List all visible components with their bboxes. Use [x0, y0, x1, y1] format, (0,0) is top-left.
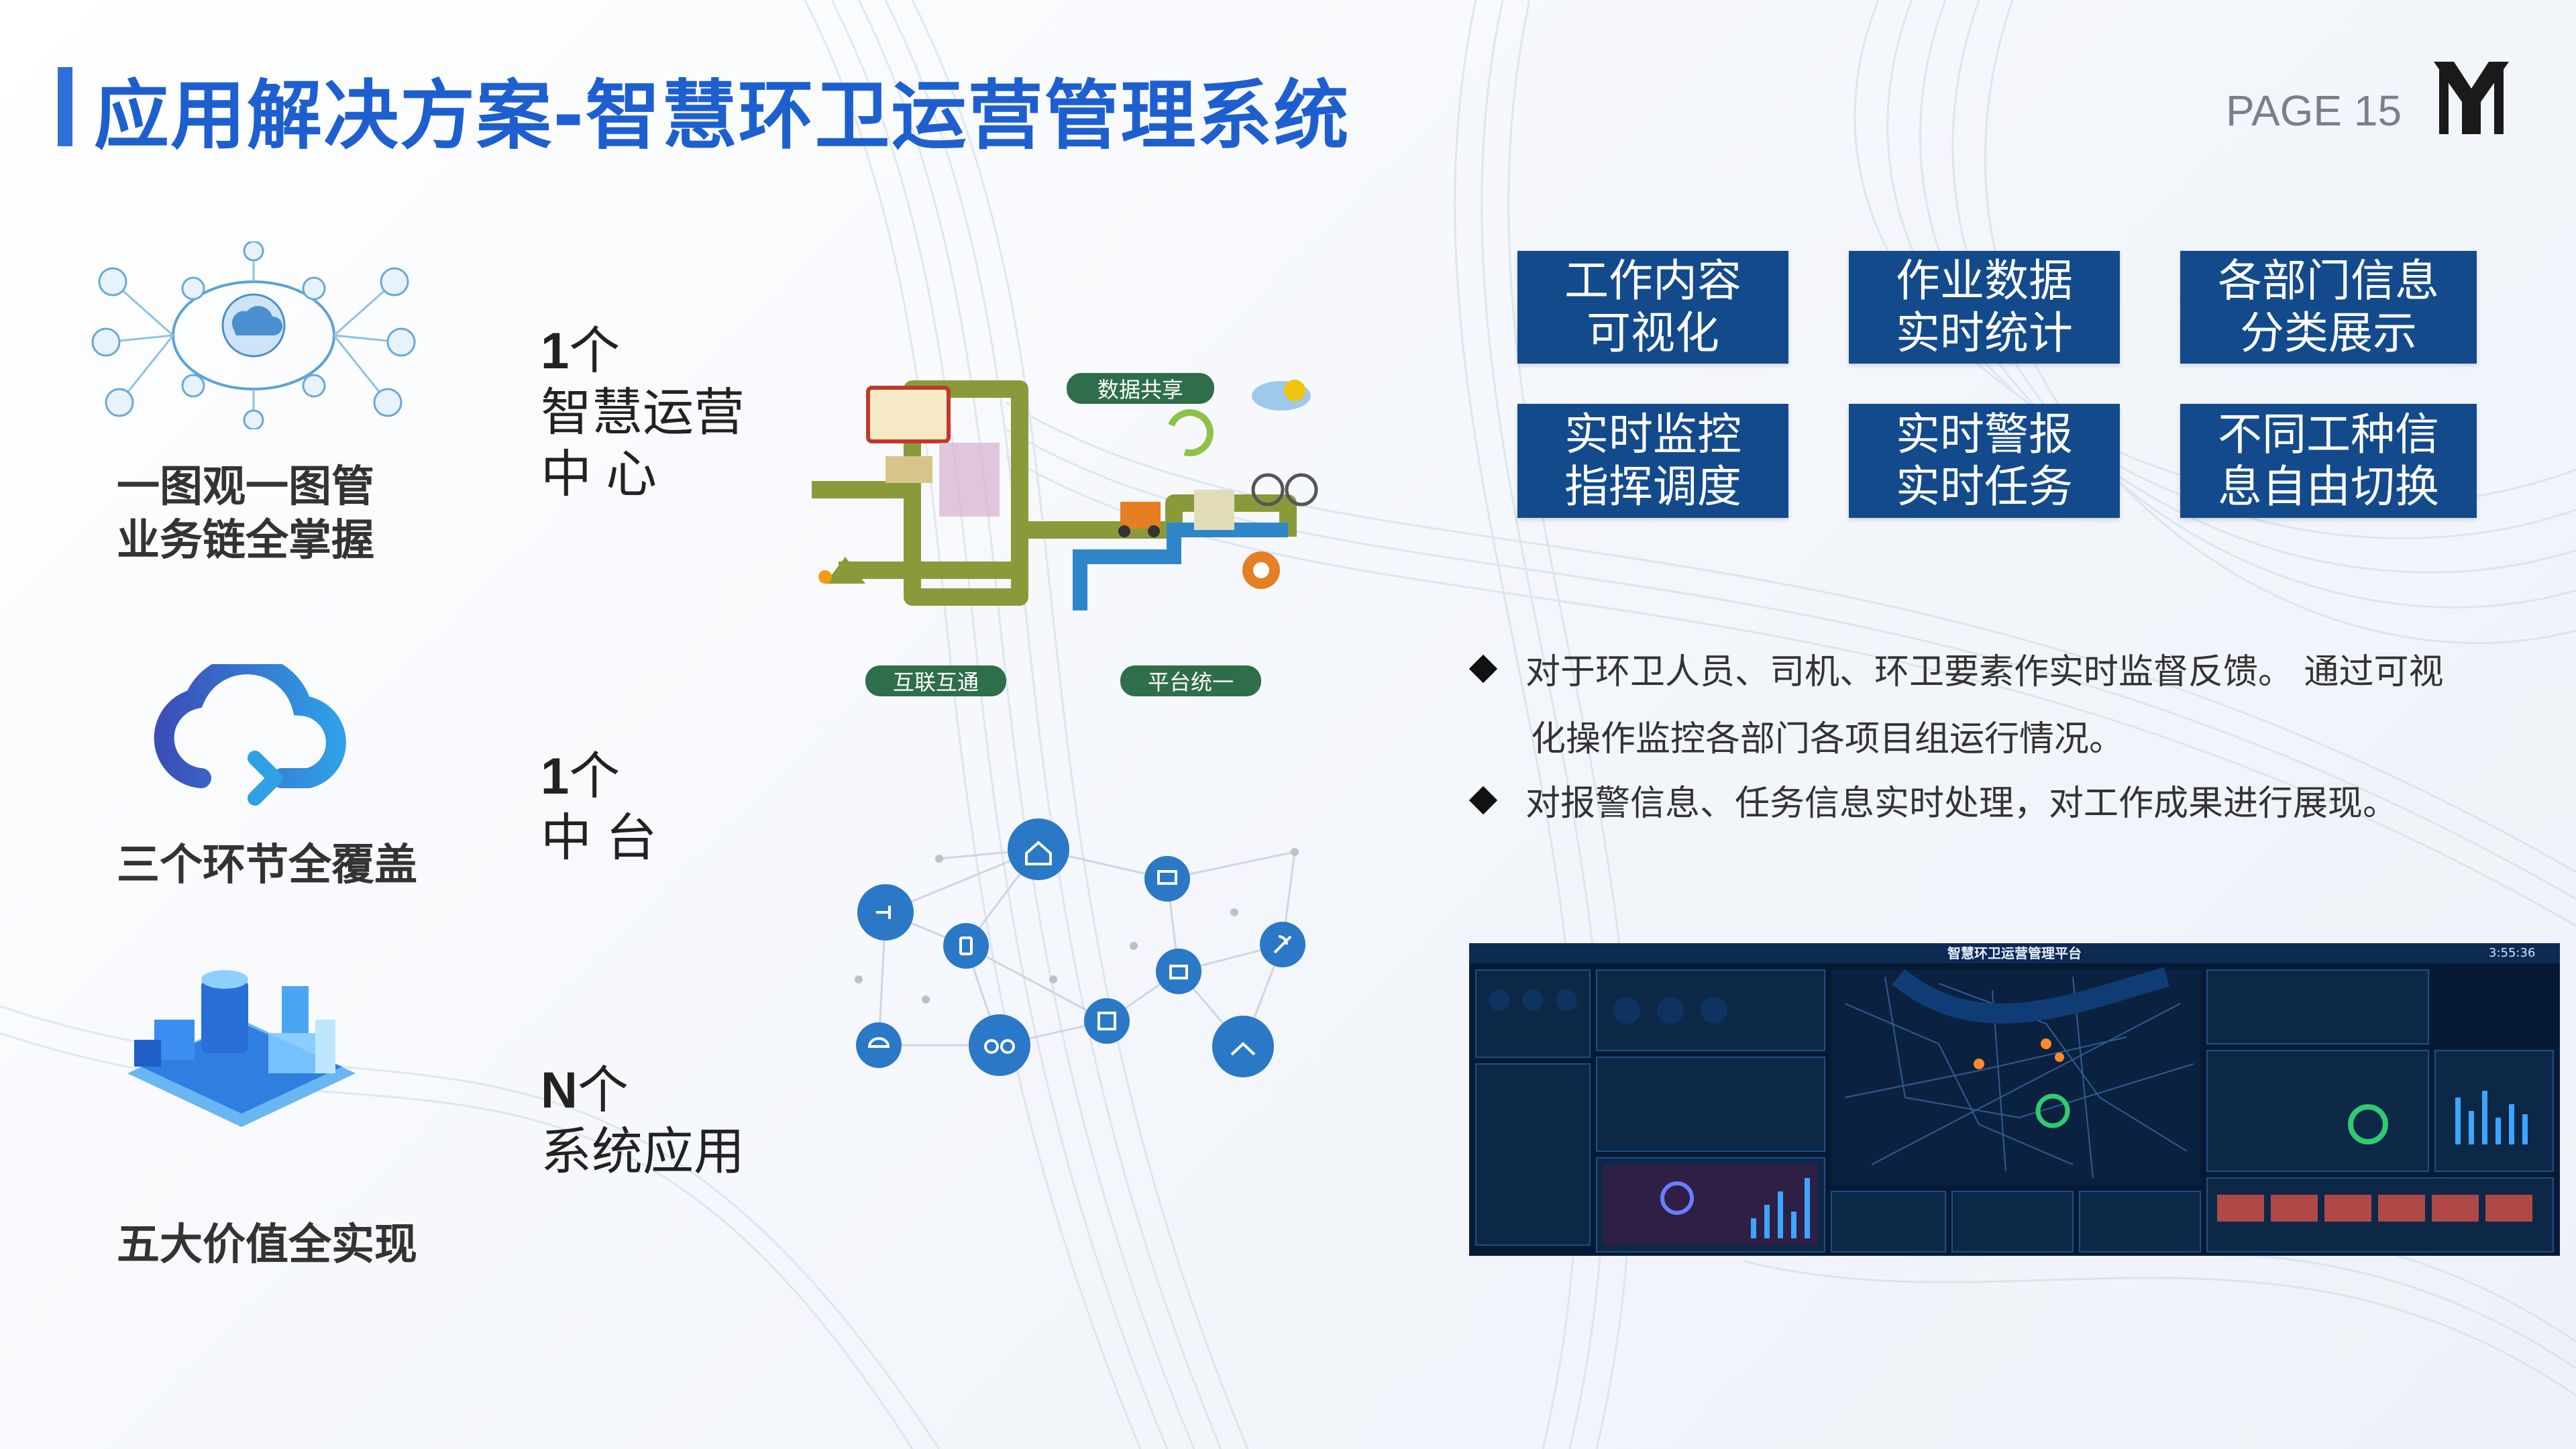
page-title: 应用解决方案-智慧环卫运营管理系统	[94, 72, 1350, 160]
button-4-line1: 实时监控	[1564, 409, 1741, 460]
count-3-number: N	[541, 1062, 578, 1119]
bullet-1-line1: 对于环卫人员、司机、环卫要素作实时监督反馈。 通过可视	[1525, 652, 2444, 692]
count-1-desc-line1: 智慧运营	[541, 384, 745, 441]
bullet-item-2: 对报警信息、任务信息实时处理，对工作成果进行展现。	[1468, 770, 2560, 837]
server-platform-icon	[127, 970, 356, 1127]
diagram-label-unified-platform: 平台统一	[1147, 669, 1234, 695]
button-4-line2: 指挥调度	[1564, 461, 1741, 513]
feature-label-3: 五大价值全实现	[117, 1218, 417, 1272]
count-system-apps: N个 系统应用	[541, 1060, 745, 1183]
count-2-number: 1	[541, 748, 570, 805]
count-3-unit: 个	[577, 1062, 629, 1119]
count-1-desc-line2: 中 心	[541, 446, 657, 503]
button-2-line1: 作业数据	[1896, 255, 2073, 307]
dashboard-title: 智慧环卫运营管理平台	[1947, 945, 2082, 961]
network-mindmap-icon	[91, 241, 416, 429]
feature-2-line1: 三个环节全覆盖	[117, 841, 417, 890]
feature-button-work-visualization[interactable]: 工作内容 可视化	[1517, 251, 1788, 364]
dashboard-header-bar	[1469, 943, 2560, 963]
dashboard-clock: 3:55:36	[2489, 946, 2536, 960]
count-2-desc-line1: 中 台	[541, 810, 657, 867]
count-1-unit: 个	[569, 323, 621, 380]
company-logo	[2434, 62, 2509, 134]
count-1-number: 1	[541, 323, 570, 380]
feature-button-monitor-dispatch[interactable]: 实时监控 指挥调度	[1517, 404, 1788, 518]
feature-1-line1: 一图观一图管	[117, 462, 374, 512]
bullet-2-line1: 对报警信息、任务信息实时处理，对工作成果进行展现。	[1525, 784, 2398, 824]
button-3-line1: 各部门信息	[2218, 255, 2439, 307]
iot-network-graph	[855, 818, 1305, 1077]
diamond-bullet-icon	[1468, 654, 1498, 684]
dashboard-preview: 智慧环卫运营管理平台 3:55:36	[1469, 943, 2560, 1256]
feature-button-dept-info[interactable]: 各部门信息 分类展示	[2180, 251, 2477, 364]
button-1-line1: 工作内容	[1564, 255, 1741, 307]
button-5-line1: 实时警报	[1896, 409, 2073, 460]
bullet-item-1: 对于环卫人员、司机、环卫要素作实时监督反馈。 通过可视 化操作监控各部门各项目组…	[1468, 639, 2560, 773]
page-number: PAGE 15	[2226, 87, 2402, 135]
button-5-line2: 实时任务	[1896, 461, 2073, 513]
count-middle-platform: 1个 中 台	[541, 746, 657, 869]
feature-button-realtime-stats[interactable]: 作业数据 实时统计	[1849, 251, 2120, 364]
diagram-label-data-sharing: 数据共享	[1097, 377, 1183, 402]
title-accent-bar	[58, 67, 72, 146]
diamond-bullet-icon	[1468, 786, 1498, 815]
button-3-line2: 分类展示	[2240, 307, 2417, 359]
dashboard-panels	[1475, 967, 2554, 1252]
feature-label-2: 三个环节全覆盖	[117, 839, 417, 892]
count-3-desc-line1: 系统应用	[541, 1124, 745, 1181]
city-pipeline-diagram	[812, 373, 1318, 696]
diagram-label-interconnect: 互联互通	[892, 669, 979, 695]
feature-label-1: 一图观一图管 业务链全掌握	[117, 460, 374, 568]
feature-3-line1: 五大价值全实现	[117, 1220, 417, 1270]
count-2-unit: 个	[569, 748, 621, 805]
feature-button-role-switch[interactable]: 不同工种信 息自由切换	[2180, 404, 2477, 518]
feature-1-line2: 业务链全掌握	[117, 516, 374, 566]
button-1-line2: 可视化	[1587, 307, 1719, 359]
bullet-1-line2: 化操作监控各部门各项目组运行情况。	[1531, 719, 2125, 759]
count-operations-center: 1个 智慧运营 中 心	[541, 321, 745, 506]
cloud-sync-icon	[154, 664, 346, 806]
button-6-line1: 不同工种信	[2218, 409, 2439, 460]
button-6-line2: 息自由切换	[2218, 461, 2439, 513]
button-2-line2: 实时统计	[1896, 307, 2073, 359]
feature-button-realtime-alerts[interactable]: 实时警报 实时任务	[1849, 404, 2120, 518]
